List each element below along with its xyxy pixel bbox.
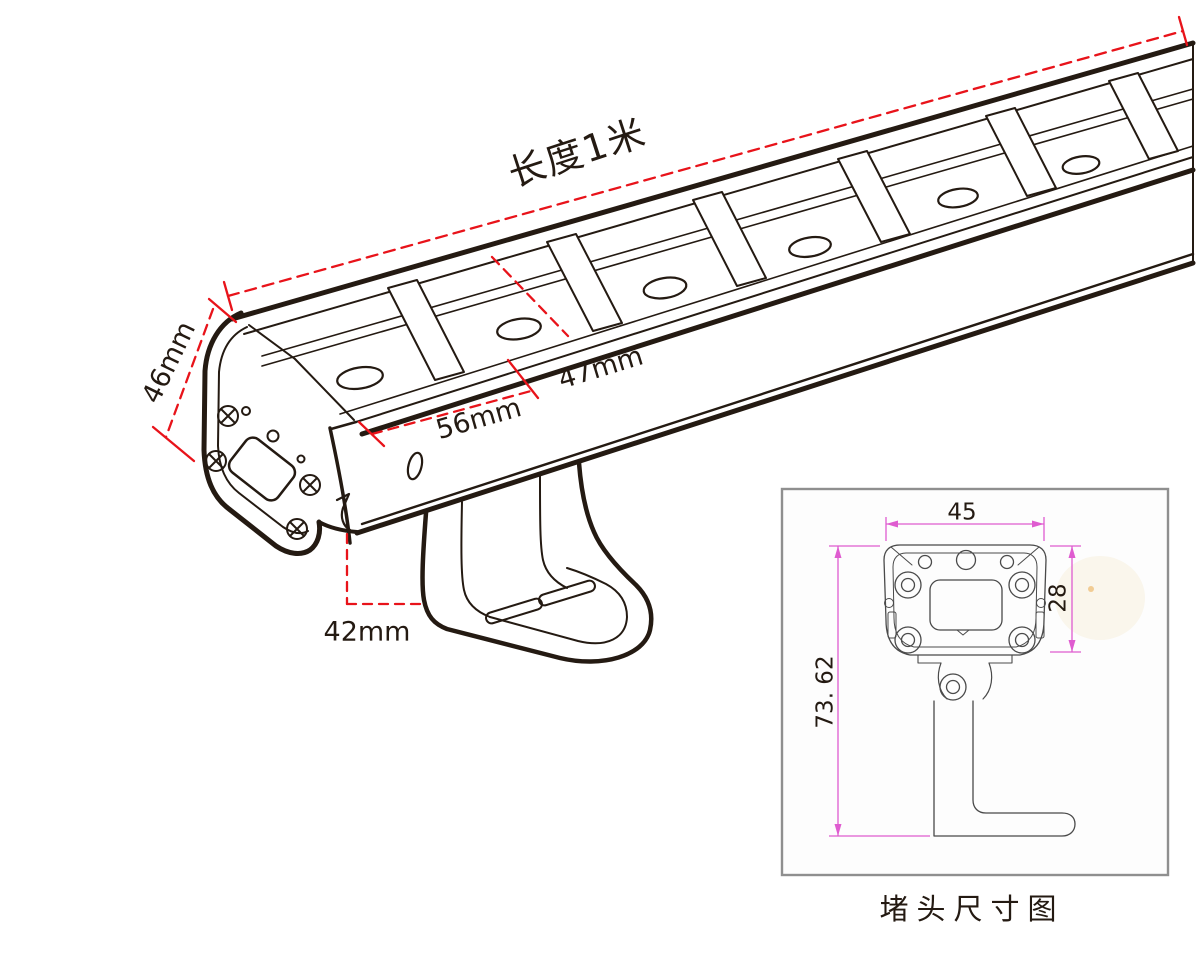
inset-border [780, 487, 1170, 877]
module-56-label: 56mm [433, 392, 525, 446]
light-bar [229, 40, 1196, 536]
inset-dimension-lines [829, 517, 1081, 837]
inset-panel: 45 28 73. 62 [780, 487, 1170, 877]
led-cell-dividers [387, 72, 1179, 381]
bracket-42-label: 42mm [324, 617, 411, 648]
bracket-slot [538, 579, 596, 607]
led-holes [336, 155, 1101, 391]
watermark [1055, 556, 1145, 640]
pitch-47-label: 47mm [555, 341, 647, 396]
end-cap-window [227, 436, 297, 502]
inset-caption: 堵头尺寸图 [879, 892, 1064, 926]
inset-end-view [883, 544, 1076, 837]
inset-depth-28-label: 28 [1046, 583, 1072, 612]
inset-dimension-arrows [834, 520, 1076, 836]
inset-height-73-label: 73. 62 [813, 655, 839, 728]
bracket-slot [485, 597, 543, 625]
length-dimension-label: 长度1米 [503, 111, 652, 196]
end-cap [201, 310, 359, 556]
red-dimension-lines [151, 15, 1189, 606]
mounting-bracket [420, 460, 654, 664]
watermark-dot [1088, 586, 1094, 592]
end-cap-screws [205, 405, 321, 540]
inset-width-45-label: 45 [947, 500, 976, 526]
